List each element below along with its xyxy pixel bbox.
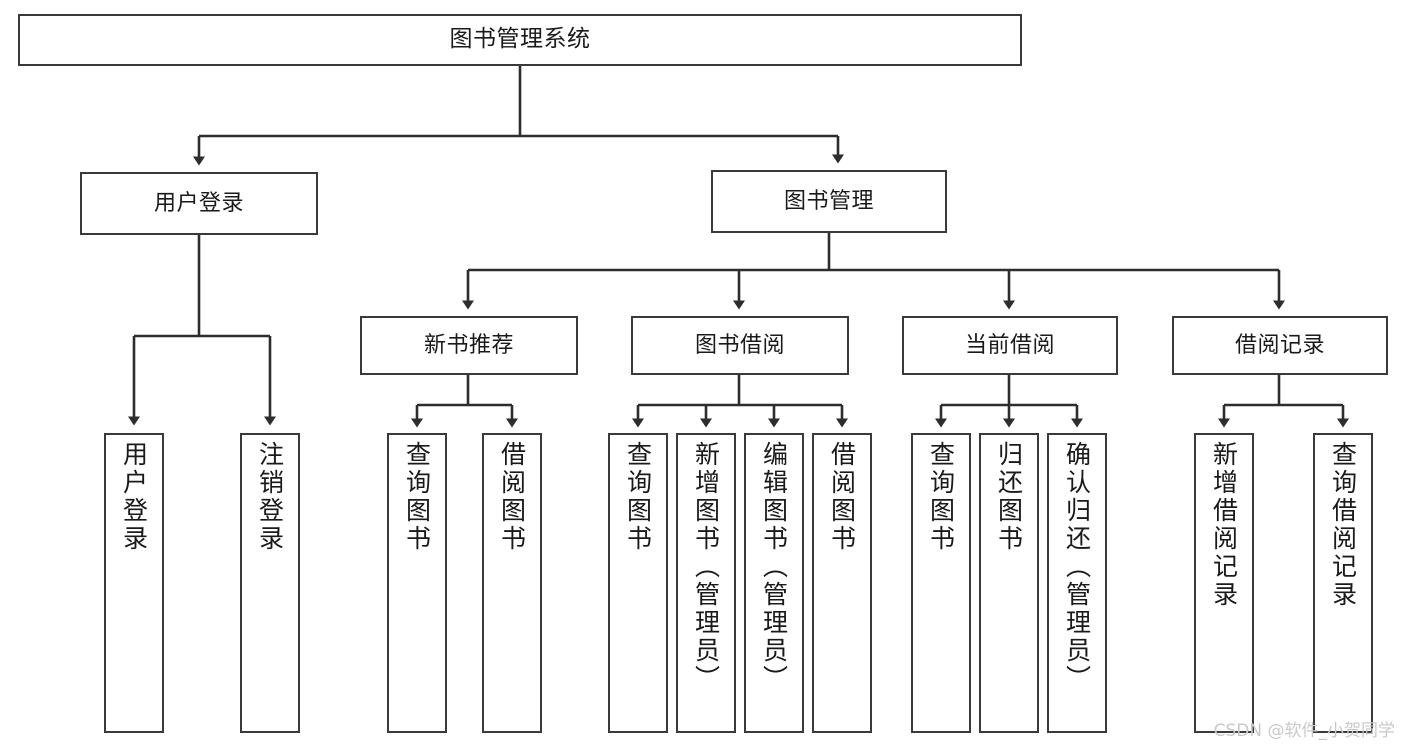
node-borrow-record[interactable]: 借阅记录	[1172, 316, 1388, 375]
node-label: 确认归还（管理员）	[1062, 441, 1092, 693]
node-label: 图书管理	[783, 188, 874, 214]
node-label: 编辑图书（管理员）	[759, 441, 789, 693]
node-book-management[interactable]: 图书管理	[711, 170, 947, 233]
node-label: 用户登录	[119, 441, 149, 553]
node-leaf-user-login[interactable]: 用户登录	[104, 433, 164, 733]
node-label: 查询借阅记录	[1328, 441, 1358, 609]
node-leaf-edit-book-admin[interactable]: 编辑图书（管理员）	[744, 433, 804, 733]
node-leaf-add-book-admin[interactable]: 新增图书（管理员）	[676, 433, 736, 733]
node-label: 新增图书（管理员）	[691, 441, 721, 693]
node-leaf-logout[interactable]: 注销登录	[240, 433, 300, 733]
node-label: 用户登录	[153, 190, 244, 216]
node-label: 新书推荐	[423, 332, 514, 358]
node-label: 查询图书	[926, 441, 956, 553]
node-label: 当前借阅	[964, 332, 1055, 358]
node-new-book-recommend[interactable]: 新书推荐	[360, 316, 578, 375]
watermark-text: CSDN @软件_小贺同学	[1213, 721, 1395, 741]
node-leaf-borrow-book[interactable]: 借阅图书	[812, 433, 872, 733]
node-leaf-borrow-book-recommend[interactable]: 借阅图书	[482, 433, 542, 733]
node-label: 查询图书	[402, 441, 432, 553]
node-label: 借阅图书	[827, 441, 857, 553]
node-user-login[interactable]: 用户登录	[80, 172, 318, 235]
node-leaf-confirm-return-admin[interactable]: 确认归还（管理员）	[1047, 433, 1107, 733]
node-label: 归还图书	[994, 441, 1024, 553]
node-leaf-return-book[interactable]: 归还图书	[979, 433, 1039, 733]
node-leaf-query-book-recommend[interactable]: 查询图书	[387, 433, 447, 733]
node-label: 借阅记录	[1234, 332, 1325, 358]
node-leaf-query-borrow-record[interactable]: 查询借阅记录	[1313, 433, 1373, 733]
node-current-borrow[interactable]: 当前借阅	[902, 316, 1118, 375]
node-book-borrow[interactable]: 图书借阅	[631, 316, 849, 375]
node-label: 查询图书	[623, 441, 653, 553]
node-label: 图书借阅	[694, 332, 785, 358]
node-label: 新增借阅记录	[1209, 441, 1239, 609]
node-leaf-query-book-current[interactable]: 查询图书	[911, 433, 971, 733]
node-root-book-management-system[interactable]: 图书管理系统	[18, 14, 1022, 66]
node-label: 借阅图书	[497, 441, 527, 553]
node-label: 注销登录	[255, 441, 285, 553]
node-leaf-query-book[interactable]: 查询图书	[608, 433, 668, 733]
node-label: 图书管理系统	[449, 26, 591, 53]
node-leaf-add-borrow-record[interactable]: 新增借阅记录	[1194, 433, 1254, 733]
